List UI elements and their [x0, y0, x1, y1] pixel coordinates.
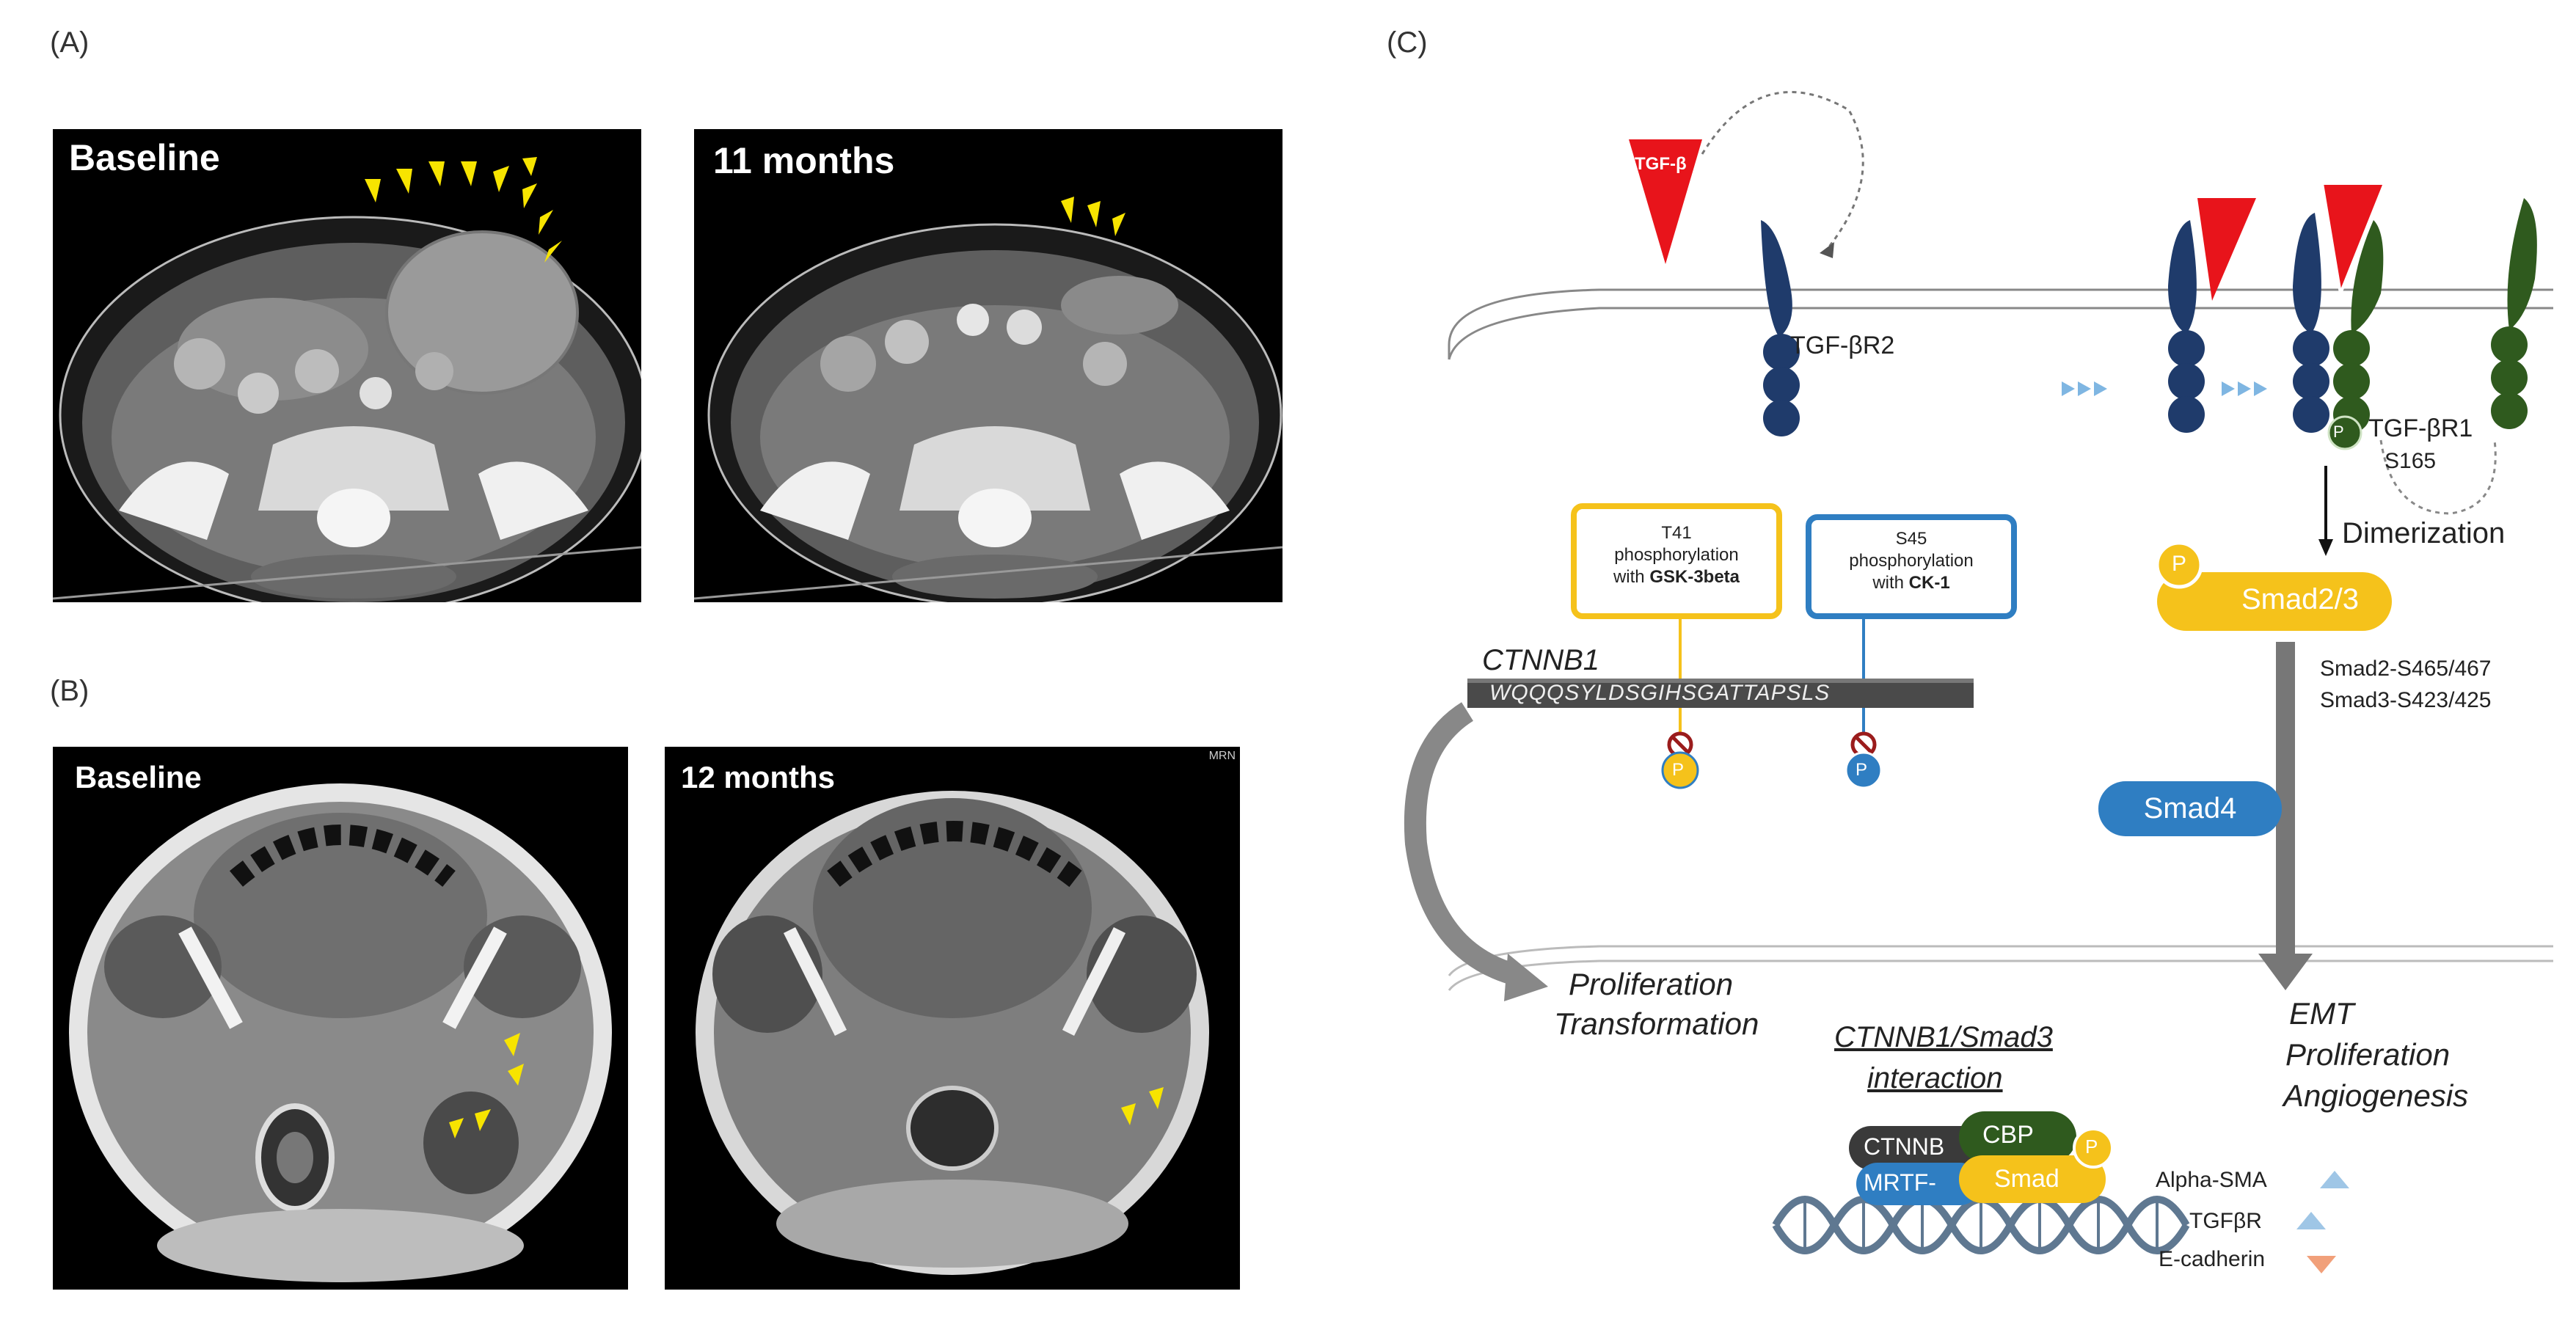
s45-enzyme: CK-1 [1908, 573, 1950, 593]
s45-box [1806, 514, 2017, 619]
ct-11months-arrowheads [1061, 197, 1125, 236]
complex-mrtf [1856, 1163, 1981, 1205]
mri-baseline-image [69, 783, 612, 1282]
complex-phospho-icon [2073, 1127, 2114, 1169]
interaction-title-1: CTNNB1/Smad3 [1834, 1021, 2053, 1053]
t41-phospho-label: P [1672, 760, 1685, 780]
right-outcome-1: EMT [2289, 996, 2354, 1031]
s45-line3: with CK-1 [1812, 572, 2010, 594]
t41-box [1571, 503, 1782, 619]
smad3-site-label: Smad3-S423/425 [2320, 688, 2492, 712]
smad23-label: Smad2/3 [2241, 583, 2360, 615]
chevron-arrows-1 [2062, 381, 2107, 396]
smad23-pill [2157, 572, 2392, 631]
complex-ctnnb [1849, 1126, 1988, 1170]
t41-enzyme: GSK-3beta [1649, 567, 1740, 587]
ct-11months-label: 11 months [713, 140, 895, 181]
tgfbr1-label: TGF-βR1 [2368, 414, 2473, 442]
chevron-arrows-2 [2222, 381, 2267, 396]
phospho-s45-icon [1845, 751, 1883, 789]
panel-letter-b: (B) [50, 675, 90, 707]
mri-baseline-arrowheads [449, 1033, 524, 1138]
phospho-circle-icon [2327, 415, 2362, 450]
down-arrow-icon [2307, 1256, 2336, 1273]
complex-cbp [1959, 1111, 2076, 1163]
ct-11months-image [694, 197, 1282, 602]
receptor-r1-2 [2491, 198, 2537, 429]
complex-mrtf-label: MRTF- [1864, 1169, 1936, 1196]
smad4-pill [2098, 781, 2282, 836]
receptor-r2-3 [2293, 213, 2329, 433]
left-outcome-2: Transformation [1554, 1006, 1759, 1041]
tgfbr2-label: TGF-βR2 [1790, 332, 1895, 359]
panel-letter-a: (A) [50, 26, 90, 59]
s45-prefix: with [1872, 573, 1909, 593]
complex-cbp-label: CBP [1982, 1121, 2034, 1149]
s165-label: S165 [2385, 449, 2437, 473]
complex-smad [1959, 1155, 2106, 1203]
complex-phospho-label: P [2085, 1136, 2098, 1158]
sequence-text: WQQQSYLDSGIHSGATTAPSLS [1489, 681, 1831, 705]
complex-ctnnb-label: CTNNB [1864, 1133, 1945, 1160]
ct-baseline-image [53, 157, 641, 602]
tgf-beta-label: TGF-β [1635, 154, 1687, 174]
signaling-diagram: TGF-β TGF-βR2 P TGF-βR1 S165 Dimerizatio… [1379, 0, 2576, 1338]
mri-scan-baseline: Baseline [53, 747, 628, 1290]
mri-12months-image [696, 791, 1209, 1275]
receptor-r2-2 [2168, 220, 2205, 433]
mri-12months-label: 12 months [681, 760, 836, 794]
diagram-graphics [1404, 91, 2553, 1273]
receptor-r2-1 [1761, 220, 1800, 436]
smad2-site-label: Smad2-S465/467 [2320, 657, 2492, 681]
r1-phospho-label: P [2333, 423, 2344, 441]
panel-letter-c: (C) [1387, 26, 1428, 59]
t41-line3: with GSK-3beta [1577, 566, 1776, 588]
right-outcome-2: Proliferation [2285, 1037, 2451, 1072]
t41-prefix: with [1613, 567, 1650, 587]
smad23-phospho-label: P [2172, 552, 2187, 576]
t41-text: T41 phosphorylation with GSK-3beta [1577, 522, 1776, 588]
marker-alpha-sma: Alpha-SMA [2156, 1168, 2267, 1192]
ct-baseline-arrowheads [365, 157, 562, 263]
complex-smad-label: Smad [1994, 1165, 2059, 1193]
right-outcome-3: Angiogenesis [2283, 1078, 2469, 1113]
tgf-beta-ligand [1629, 139, 1702, 264]
mri-12months-arrowheads [1121, 1087, 1164, 1125]
ct-baseline-label: Baseline [69, 137, 220, 178]
interaction-title-2: interaction [1867, 1062, 2003, 1094]
t41-line1: T41 [1661, 523, 1692, 543]
s45-line2: phosphorylation [1849, 551, 1974, 571]
t41-line2: phosphorylation [1614, 545, 1739, 565]
ct-scan-11-months: 11 months [694, 129, 1282, 602]
up-arrow-icon-2 [2296, 1212, 2326, 1229]
marker-e-cadherin: E-cadherin [2159, 1247, 2266, 1271]
receptor-r1-1 [2333, 220, 2384, 433]
up-arrow-icon [2320, 1171, 2349, 1188]
ctnnb1-label: CTNNB1 [1482, 644, 1600, 676]
s45-line1: S45 [1895, 529, 1927, 549]
smad4-label: Smad4 [2143, 792, 2237, 825]
phospho-t41-icon [1661, 751, 1699, 789]
left-outcome-1: Proliferation [1569, 967, 1734, 1001]
marker-tgfbr: TGFβR [2189, 1209, 2262, 1233]
s45-text: S45 phosphorylation with CK-1 [1812, 528, 2010, 594]
mri-scan-12-months: 12 months MRN [665, 747, 1240, 1290]
s45-phospho-label: P [1856, 760, 1868, 780]
ct-scan-baseline: Baseline [53, 129, 641, 602]
mri-corner-text: MRN [1208, 750, 1236, 762]
sequence-bar [1467, 679, 1974, 708]
mri-baseline-label: Baseline [75, 760, 202, 794]
dimerization-label: Dimerization [2342, 517, 2506, 549]
